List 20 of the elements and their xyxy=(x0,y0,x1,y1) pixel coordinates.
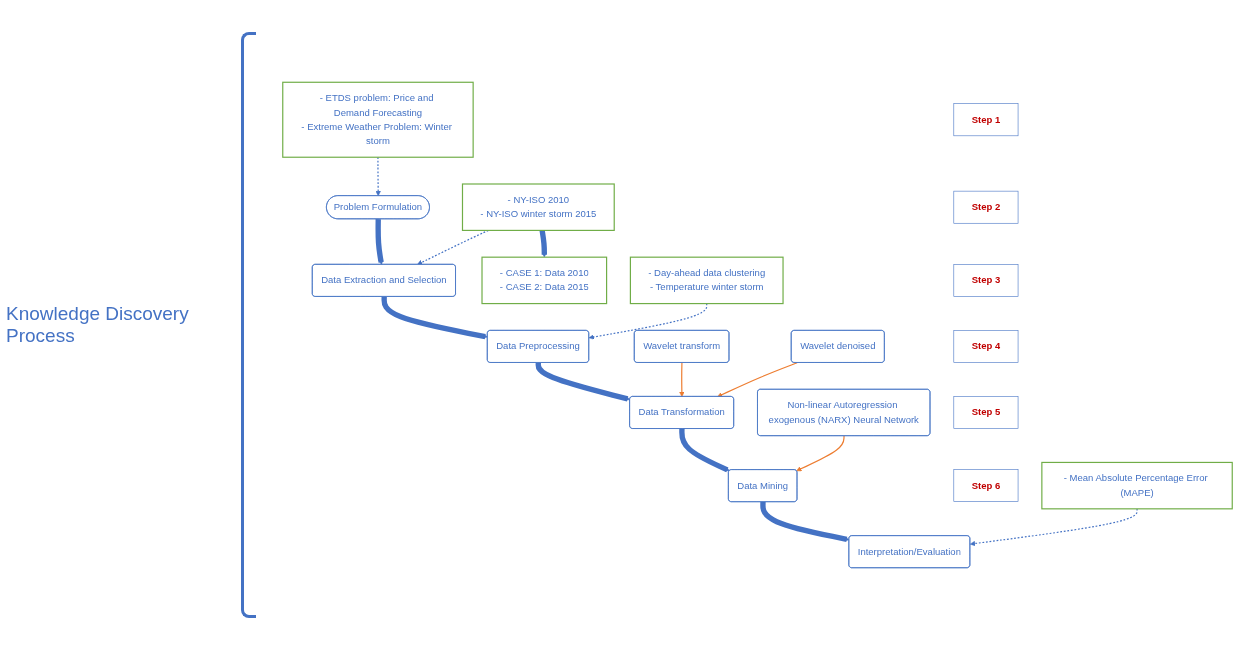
arrow xyxy=(717,362,798,398)
arrow xyxy=(796,435,845,472)
bracket-label: Knowledge Discovery Process xyxy=(6,32,268,618)
arrow xyxy=(588,303,708,340)
arrow xyxy=(539,229,547,258)
node-box: Step 4 xyxy=(953,330,1019,363)
arrow xyxy=(679,428,730,473)
node-box: - Day-ahead data clustering - Temperature winter storm xyxy=(629,256,784,305)
arrow xyxy=(375,219,384,265)
node-box: Step 1 xyxy=(953,103,1019,137)
node-box: Step 3 xyxy=(953,264,1019,297)
node-box: - Mean Absolute Percentage Error (MAPE) xyxy=(1041,461,1233,510)
node-box: Step 2 xyxy=(953,190,1019,224)
node-box: - ETDS problem: Price and Demand Forecasting - Extreme Weather Problem: Winter storm xyxy=(282,81,474,158)
node-box: Step 6 xyxy=(953,469,1019,502)
node-box: - CASE 1: Data 2010 - CASE 2: Data 2015 xyxy=(481,256,608,305)
node-box: Step 5 xyxy=(953,396,1019,429)
node-box: - NY-ISO 2010 - NY-ISO winter storm 2015 xyxy=(461,183,615,231)
arrow xyxy=(679,362,685,397)
arrow xyxy=(969,508,1138,547)
